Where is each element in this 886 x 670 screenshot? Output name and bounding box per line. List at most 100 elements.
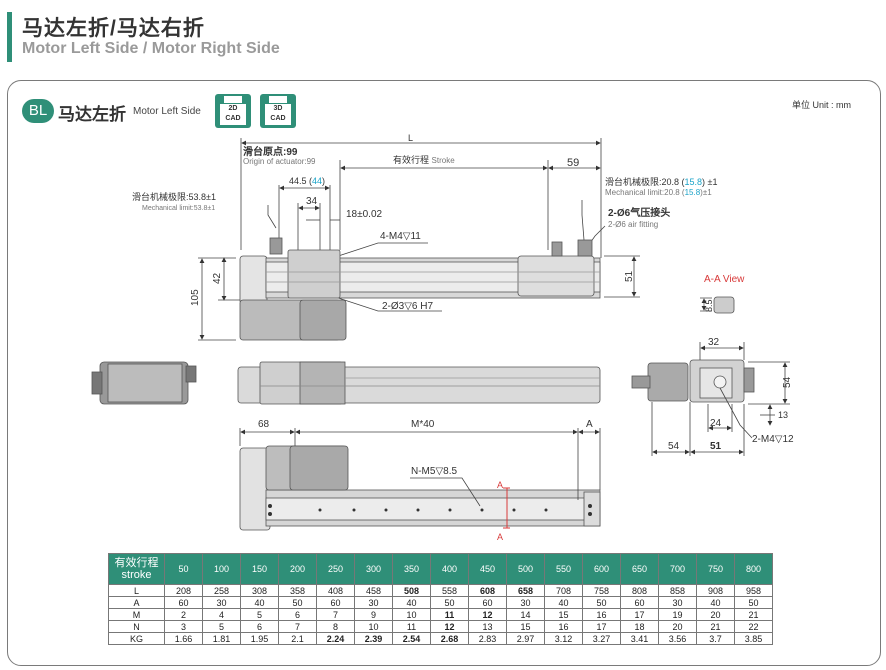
fitting-label: 2-Ø6气压接头 (608, 206, 670, 219)
table-cell: 1.95 (240, 632, 279, 645)
table-cell: 50 (582, 596, 621, 609)
header-stroke-en: stroke (121, 569, 152, 581)
table-cell: 60 (468, 596, 507, 609)
fitting-label-en: 2-Ø6 air fitting (608, 220, 658, 229)
table-cell: 40 (392, 596, 431, 609)
limit-right-en-b: 15.8 (685, 188, 701, 197)
stroke-label: 有效行程 Stroke (393, 154, 455, 165)
table-cell: 50 (734, 596, 773, 609)
origin-label: 滑台原点:99 (243, 145, 298, 158)
header-stroke-700: 700 (658, 553, 697, 585)
table-cell: 40 (240, 596, 279, 609)
table-cell: 2.24 (316, 632, 355, 645)
dim-18: 18±0.02 (346, 209, 383, 220)
floppy-icon (269, 96, 287, 103)
table-cell: 14 (506, 608, 545, 621)
table-cell: 3.27 (582, 632, 621, 645)
table-cell: 40 (696, 596, 735, 609)
dim-59: 59 (567, 157, 579, 169)
table-cell: 3.85 (734, 632, 773, 645)
table-cell: 10 (354, 620, 393, 633)
table-cell: 658 (506, 584, 545, 597)
header-stroke-100: 100 (202, 553, 241, 585)
dim-24: 24 (710, 418, 722, 429)
row-label: N (108, 620, 165, 633)
table-cell: 60 (164, 596, 203, 609)
dim-34: 34 (306, 196, 318, 207)
table-cell: 758 (582, 584, 621, 597)
dim-51-bottom: 51 (710, 441, 722, 452)
dim-32: 32 (708, 337, 720, 348)
dim-105: 105 (190, 289, 201, 306)
table-cell: 2.39 (354, 632, 393, 645)
header-stroke-400: 400 (430, 553, 469, 585)
cad-3d-button[interactable]: 3D CAD (260, 94, 296, 128)
table-cell: 16 (582, 608, 621, 621)
table-cell: 908 (696, 584, 735, 597)
table-cell: 11 (392, 620, 431, 633)
header-stroke-50: 50 (164, 553, 203, 585)
row-label: A (108, 596, 165, 609)
header-stroke-750: 750 (696, 553, 735, 585)
table-cell: 8 (316, 620, 355, 633)
header-stroke-350: 350 (392, 553, 431, 585)
dim-54-side: 54 (782, 376, 793, 388)
cad-3d-label: 3D (273, 105, 283, 112)
dim-44-5: 44.5 (44) (289, 176, 325, 186)
limit-right-a: 滑台机械极限:20.8 ( (605, 176, 685, 187)
limit-right: 滑台机械极限:20.8 (15.8) ±1 (605, 176, 718, 187)
table-cell: 10 (392, 608, 431, 621)
table-cell: 308 (240, 584, 279, 597)
cad-3d-label-cad: CAD (270, 115, 286, 122)
table-cell: 5 (202, 620, 241, 633)
table-cell: 2.1 (278, 632, 317, 645)
table-cell: 2.97 (506, 632, 545, 645)
floppy-icon (224, 96, 242, 103)
table-cell: 30 (354, 596, 393, 609)
model-badge: BL (22, 99, 54, 123)
header-stroke-550: 550 (544, 553, 583, 585)
table-cell: 708 (544, 584, 583, 597)
table-cell: 5 (240, 608, 279, 621)
table-cell: 3 (164, 620, 203, 633)
section-title-en: Motor Left Side (133, 106, 201, 117)
hole-2: 2-Ø3▽6 H7 (382, 301, 433, 312)
dim-44-5-a: 44.5 ( (289, 176, 312, 186)
table-cell: 30 (202, 596, 241, 609)
table-cell: 608 (468, 584, 507, 597)
section-a-top: A (497, 480, 503, 490)
dim-68: 68 (258, 419, 270, 430)
table-cell: 2 (164, 608, 203, 621)
dim-44-5-b: 44 (312, 176, 322, 186)
table-cell: 13 (468, 620, 507, 633)
table-cell: 15 (544, 608, 583, 621)
table-cell: 258 (202, 584, 241, 597)
dim-44-5-c: ) (322, 176, 325, 186)
table-cell: 40 (544, 596, 583, 609)
table-cell: 60 (316, 596, 355, 609)
header-stroke-450: 450 (468, 553, 507, 585)
dim-51: 51 (624, 270, 635, 282)
table-cell: 2.54 (392, 632, 431, 645)
header-stroke-500: 500 (506, 553, 545, 585)
tap-2m4: 2-M4▽12 (752, 434, 794, 445)
cad-2d-label-cad: CAD (225, 115, 241, 122)
dim-54-bottom: 54 (668, 441, 680, 452)
tap-4m4: 4-M4▽11 (380, 231, 421, 242)
table-cell: 808 (620, 584, 659, 597)
header-stroke-800: 800 (734, 553, 773, 585)
table-cell: 6 (240, 620, 279, 633)
row-label: KG (108, 632, 165, 645)
table-cell: 50 (430, 596, 469, 609)
unit-label: 单位 Unit : mm (792, 100, 852, 110)
limit-left-en: Mechanical limit:53.8±1 (142, 205, 215, 212)
table-cell: 508 (392, 584, 431, 597)
table-cell: 4 (202, 608, 241, 621)
